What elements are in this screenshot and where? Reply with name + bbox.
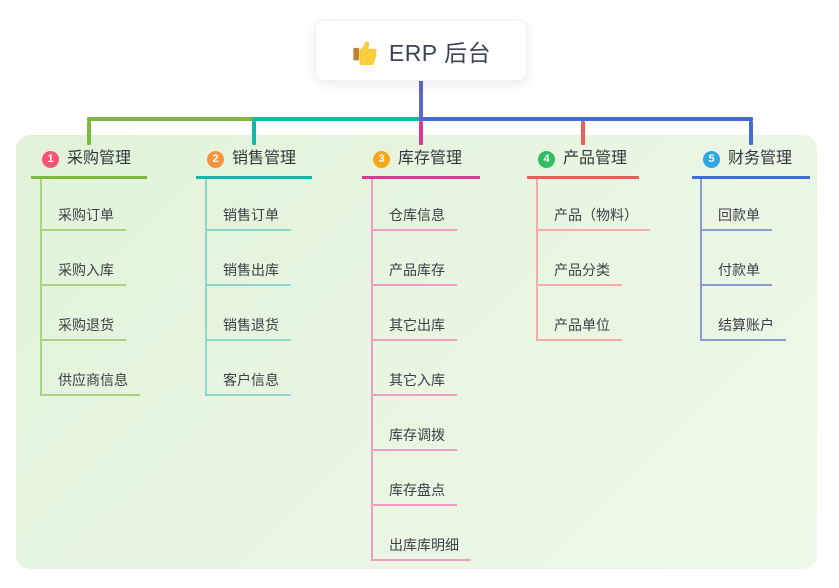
branch-1-item-1[interactable]: 采购订单 [40,206,126,231]
branch-2-child-line [205,179,207,396]
branch-1-item-4[interactable]: 供应商信息 [40,371,140,396]
branch-3-connector-drop [419,121,423,145]
branches-panel [16,135,817,569]
branch-5-child-line [700,179,702,341]
branch-3-title[interactable]: 3 库存管理 [362,148,480,179]
branch-1-child-line [40,179,42,396]
branch-2-title[interactable]: 2 销售管理 [196,148,312,179]
branch-2-connector-drop [252,121,256,145]
branch-3-item-5[interactable]: 库存调拨 [371,426,457,451]
branch-4-title[interactable]: 4 产品管理 [527,148,639,179]
branch-2-connector-horizontal [252,117,421,121]
branch-4-item-1[interactable]: 产品（物料） [536,206,650,231]
branch-2-label: 销售管理 [232,150,297,167]
branch-1-number-badge: 1 [42,150,59,168]
branch-2-item-3[interactable]: 销售退货 [205,316,291,341]
branch-3-number-badge: 3 [373,150,390,168]
branch-4-connector-drop [581,121,585,145]
branch-3-item-1[interactable]: 仓库信息 [371,206,457,231]
branch-5-title[interactable]: 5 财务管理 [692,148,810,179]
root-connector-line [419,81,423,121]
branch-4-number-badge: 4 [538,150,555,168]
branch-1-item-3[interactable]: 采购退货 [40,316,126,341]
thumbs-up-icon [353,40,377,65]
branch-1-title[interactable]: 1 采购管理 [31,148,147,179]
branch-5-connector-horizontal [419,117,753,121]
branch-4-item-2[interactable]: 产品分类 [536,261,622,286]
branch-3-child-line [371,179,373,561]
branch-4-label: 产品管理 [563,150,628,167]
branch-5-item-1[interactable]: 回款单 [700,206,772,231]
branch-1-item-2[interactable]: 采购入库 [40,261,126,286]
branch-2-number-badge: 2 [207,150,224,168]
root-node[interactable]: ERP 后台 [315,20,527,81]
branch-3-label: 库存管理 [398,150,463,167]
branch-2-item-2[interactable]: 销售出库 [205,261,291,286]
branch-4-child-line [536,179,538,341]
branch-2-item-1[interactable]: 销售订单 [205,206,291,231]
branch-5-item-2[interactable]: 付款单 [700,261,772,286]
branch-5-connector-drop [749,121,753,145]
branch-3-item-7[interactable]: 出库库明细 [371,536,471,561]
branch-5-label: 财务管理 [728,150,793,167]
branch-3-item-4[interactable]: 其它入库 [371,371,457,396]
branch-1-connector-drop [87,121,91,145]
root-node-title: ERP 后台 [388,39,492,66]
branch-3-item-6[interactable]: 库存盘点 [371,481,457,506]
branch-3-item-3[interactable]: 其它出库 [371,316,457,341]
branch-1-label: 采购管理 [67,150,132,167]
branch-3-item-2[interactable]: 产品库存 [371,261,457,286]
branch-2-item-4[interactable]: 客户信息 [205,371,291,396]
branch-4-item-3[interactable]: 产品单位 [536,316,622,341]
branch-5-number-badge: 5 [703,150,720,168]
branch-5-item-3[interactable]: 结算账户 [700,316,786,341]
